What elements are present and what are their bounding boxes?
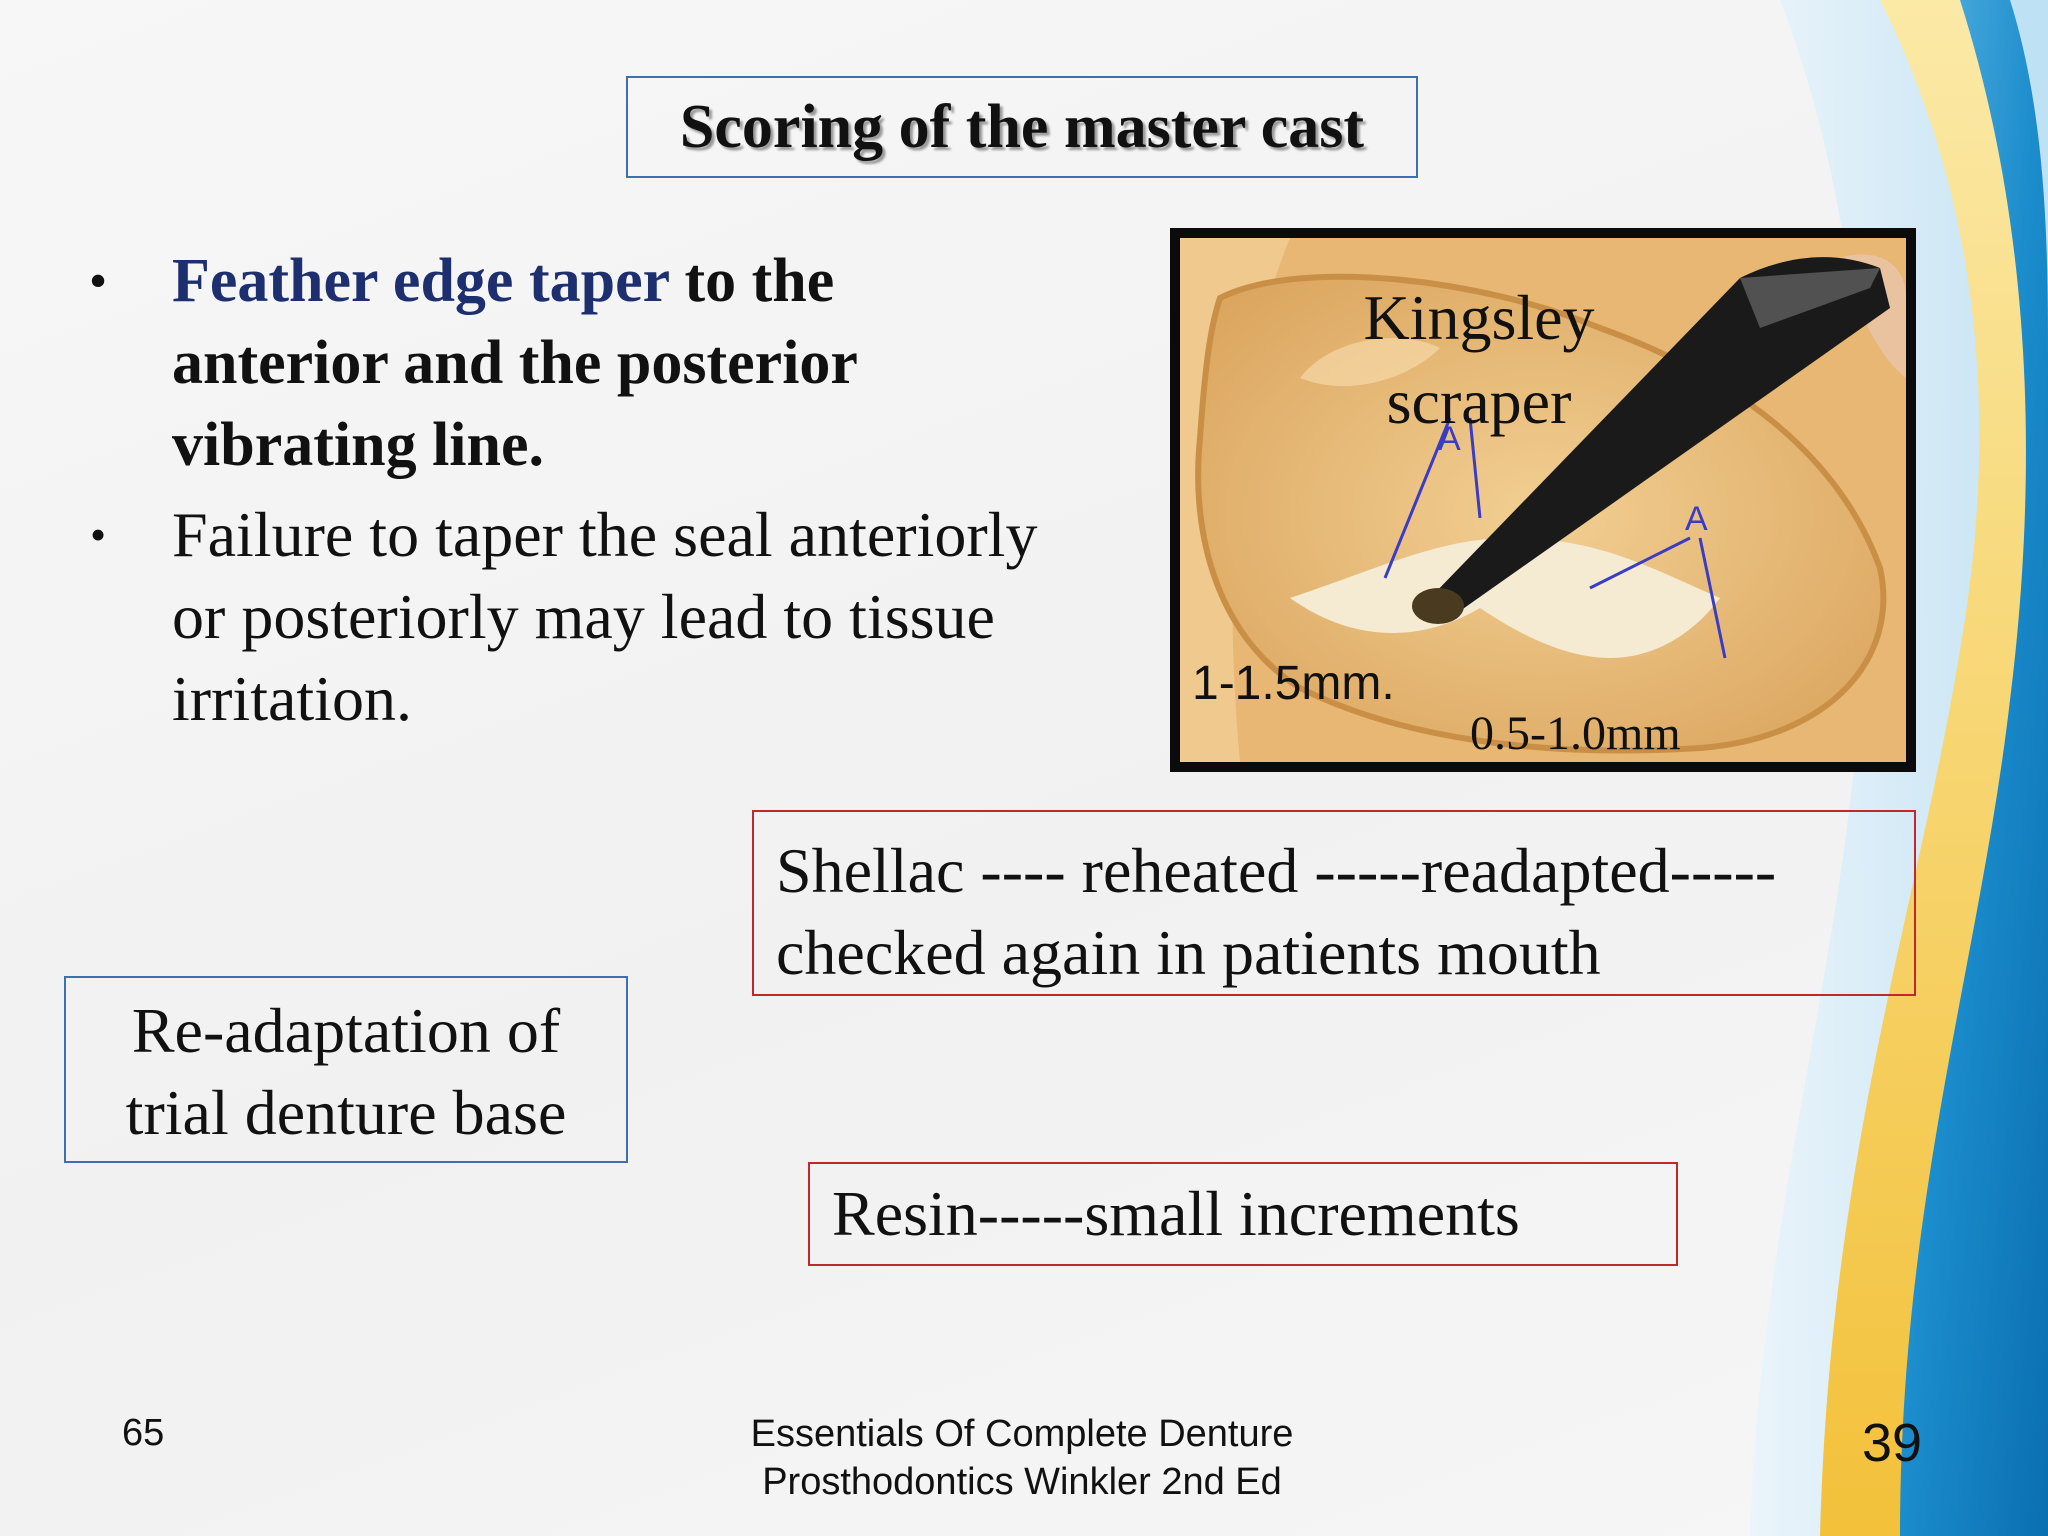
slide-title: Scoring of the master cast: [626, 76, 1418, 178]
citation-line: Prosthodontics Winkler 2nd Ed: [762, 1461, 1282, 1503]
bullet-marker: •: [90, 255, 107, 306]
bullet-line: vibrating line.: [172, 411, 545, 479]
marker-a-left: A: [1438, 420, 1461, 458]
bullet-marker: •: [90, 509, 107, 560]
bullet-failure: • Failure to taper the seal anteriorly o…: [90, 494, 1120, 740]
note-line: trial denture base: [125, 1077, 567, 1148]
citation-line: Essentials Of Complete Denture: [750, 1413, 1294, 1455]
shellac-note-box: Shellac ---- reheated -----readapted----…: [752, 810, 1916, 996]
note-line: Shellac ---- reheated -----readapted----…: [776, 835, 1777, 906]
cast-illustration: A A: [1180, 238, 1906, 762]
bullet-line: Failure to taper the seal anteriorly: [172, 499, 1038, 570]
bullet-line: Feather edge taper to the: [172, 240, 1120, 322]
label-line: Kingsley: [1363, 282, 1595, 353]
footer-citation: Essentials Of Complete Denture Prosthodo…: [690, 1410, 1354, 1506]
readaptation-box: Re-adaptation of trial denture base: [64, 976, 628, 1163]
resin-note-box: Resin-----small increments: [808, 1162, 1678, 1266]
bullet-line: irritation.: [172, 663, 412, 734]
label-line: scraper: [1386, 366, 1572, 437]
bullet-line: anterior and the posterior: [172, 329, 858, 397]
marker-a-right: A: [1685, 500, 1708, 538]
note-line: Re-adaptation of: [131, 995, 561, 1066]
kingsley-scraper-photo: A A: [1170, 228, 1916, 772]
bullet-feather-edge: • Feather edge taper to the anterior and…: [90, 240, 1120, 486]
bullet-list: • Feather edge taper to the anterior and…: [90, 240, 1120, 740]
kingsley-scraper-label: Kingsley scraper: [1354, 276, 1604, 444]
note-line: checked again in patients mouth: [776, 917, 1601, 988]
bullet-highlight: Feather edge taper: [172, 247, 669, 315]
bullet-line: or posteriorly may lead to tissue: [172, 581, 995, 652]
measure-right-label: 0.5-1.0mm: [1470, 707, 1681, 760]
slide-number: 39: [1862, 1413, 1923, 1473]
bullet-text: to the: [669, 247, 835, 315]
measure-left-label: 1-1.5mm.: [1192, 657, 1395, 710]
footer-left: 65: [122, 1412, 165, 1454]
